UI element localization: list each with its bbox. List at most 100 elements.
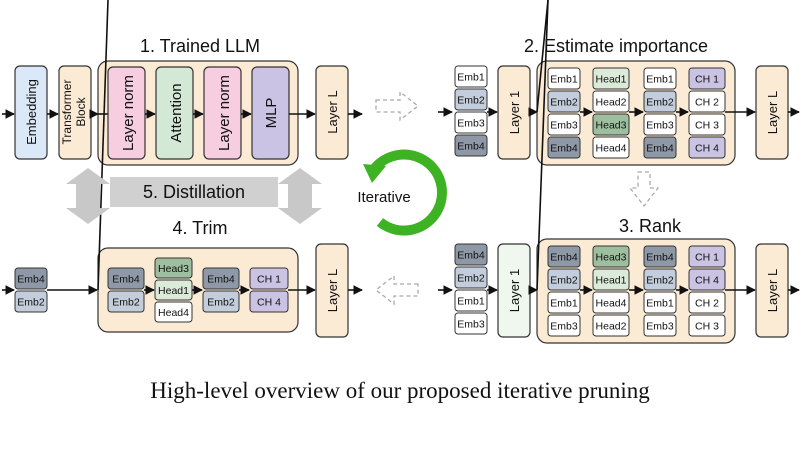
emb-outer-estimate-box [454, 134, 488, 157]
iterative-label: Iterative [357, 189, 410, 206]
mlp-label: MLP [263, 98, 280, 129]
head-estimate-label: Head3 [596, 120, 627, 132]
layer-1-block-rank-label: Layer 1 [507, 269, 522, 312]
emb-inner-trim-box [107, 290, 145, 313]
dashed-arrow-right [375, 90, 420, 122]
head-estimate-label: Head1 [596, 74, 627, 86]
emb-outer-trim-label: Emb2 [17, 297, 45, 309]
head-rank-label: Head2 [596, 321, 627, 333]
emb-inner-trim-label: Emb4 [112, 274, 140, 286]
head-estimate-box [592, 90, 630, 113]
iterative-cycle-arrow [367, 149, 447, 236]
emb-outer-rank-label: Emb2 [457, 273, 485, 285]
emb-outer-estimate-box [454, 88, 488, 111]
channel-estimate-label: CH 4 [695, 143, 719, 155]
emb-inner-trim-box [107, 267, 145, 290]
head-rank-label: Head4 [596, 298, 627, 310]
head-trim-label: Head3 [158, 263, 189, 275]
transformer-label-line1: Transformer [60, 80, 74, 145]
head-trim-label: Head4 [158, 307, 189, 319]
channel-estimate-box [688, 67, 726, 90]
layer-l-label-1: Layer L [325, 90, 340, 133]
emb-inner2-estimate-box [643, 67, 677, 90]
title-trained-llm: 1. Trained LLM [140, 36, 260, 56]
channel-trim-label: CH 1 [257, 274, 281, 286]
emb-outer-trim-label: Emb4 [17, 274, 45, 286]
emb-outer-estimate-box [454, 111, 488, 134]
head-estimate-box [592, 136, 630, 159]
emb-inner2-rank-label: Emb2 [646, 275, 674, 287]
head-trim-box [154, 301, 193, 323]
dashed-arrow-left [374, 274, 419, 306]
channel-rank-label: CH 4 [695, 275, 719, 287]
emb-inner-rank-box [547, 268, 581, 291]
emb-inner2-estimate-label: Emb4 [646, 143, 674, 155]
channel-estimate-box [688, 90, 726, 113]
layer-norm-label-1: Layer norm [120, 75, 137, 151]
head-rank-box [592, 314, 630, 337]
emb-outer-rank-label: Emb4 [457, 250, 485, 262]
layer-l-block-estimate-label: Layer L [765, 91, 780, 134]
flow-line [536, 0, 549, 113]
channel-estimate-label: CH 3 [695, 120, 719, 132]
channel-trim-box [249, 267, 289, 290]
emb-outer-estimate-label: Emb1 [457, 72, 485, 84]
emb-outer-estimate-box [454, 65, 488, 88]
iterative-cycle-arrowhead [363, 164, 386, 183]
emb-inner-rank-label: Emb3 [550, 321, 578, 333]
emb-outer-estimate-label: Emb4 [457, 141, 485, 153]
head-estimate-box [592, 67, 630, 90]
emb-inner2-estimate-box [643, 136, 677, 159]
emb-inner2-estimate-label: Emb2 [646, 97, 674, 109]
emb-inner2-rank-label: Emb3 [646, 321, 674, 333]
emb-outer-estimate-label: Emb3 [457, 118, 485, 130]
emb-inner-estimate-label: Emb3 [550, 120, 578, 132]
channel-estimate-box [688, 136, 726, 159]
emb-outer-trim-box [14, 290, 48, 313]
head-estimate-box [592, 113, 630, 136]
head-rank-label: Head1 [596, 275, 627, 287]
channel-estimate-label: CH 2 [695, 97, 719, 109]
emb-inner2-estimate-box [643, 90, 677, 113]
head-estimate-label: Head2 [596, 97, 627, 109]
emb-outer-rank-box [454, 266, 488, 289]
emb-inner2-trim-label: Emb2 [207, 297, 235, 309]
emb-outer-rank-box [454, 289, 488, 312]
channel-rank-box [688, 268, 726, 291]
emb-outer-rank-label: Emb1 [457, 296, 485, 308]
emb-inner2-rank-box [643, 291, 677, 314]
flow-line [97, 0, 109, 291]
flow-line [536, 0, 549, 291]
head-estimate-label: Head4 [596, 143, 627, 155]
emb-outer-estimate-label: Emb2 [457, 95, 485, 107]
emb-inner-estimate-box [547, 136, 581, 159]
layer-norm-label-2: Layer norm [216, 75, 233, 151]
channel-estimate-box [688, 113, 726, 136]
emb-inner2-trim-box [202, 267, 240, 290]
attention-label: Attention [168, 83, 185, 142]
layer-norm-block-1 [107, 66, 146, 160]
emb-outer-rank-label: Emb3 [457, 319, 485, 331]
emb-inner2-estimate-label: Emb1 [646, 74, 674, 86]
emb-inner-estimate-label: Emb1 [550, 74, 578, 86]
channel-rank-box [688, 245, 726, 268]
embedding-label: Embedding [24, 79, 39, 145]
layer-l-block-trim-label: Layer L [325, 269, 340, 312]
emb-inner-estimate-box [547, 113, 581, 136]
emb-inner2-rank-box [643, 268, 677, 291]
emb-inner-rank-box [547, 245, 581, 268]
head-trim-label: Head1 [158, 285, 189, 297]
head-rank-box [592, 268, 630, 291]
emb-inner2-rank-box [643, 314, 677, 337]
head-trim-box [154, 257, 193, 279]
channel-estimate-label: CH 1 [695, 74, 719, 86]
channel-rank-label: CH 1 [695, 252, 719, 264]
channel-rank-box [688, 314, 726, 337]
emb-inner-rank-box [547, 314, 581, 337]
emb-inner-rank-label: Emb1 [550, 298, 578, 310]
title-rank: 3. Rank [619, 216, 682, 236]
title-estimate-importance: 2. Estimate importance [524, 36, 708, 56]
emb-outer-rank-box [454, 243, 488, 266]
